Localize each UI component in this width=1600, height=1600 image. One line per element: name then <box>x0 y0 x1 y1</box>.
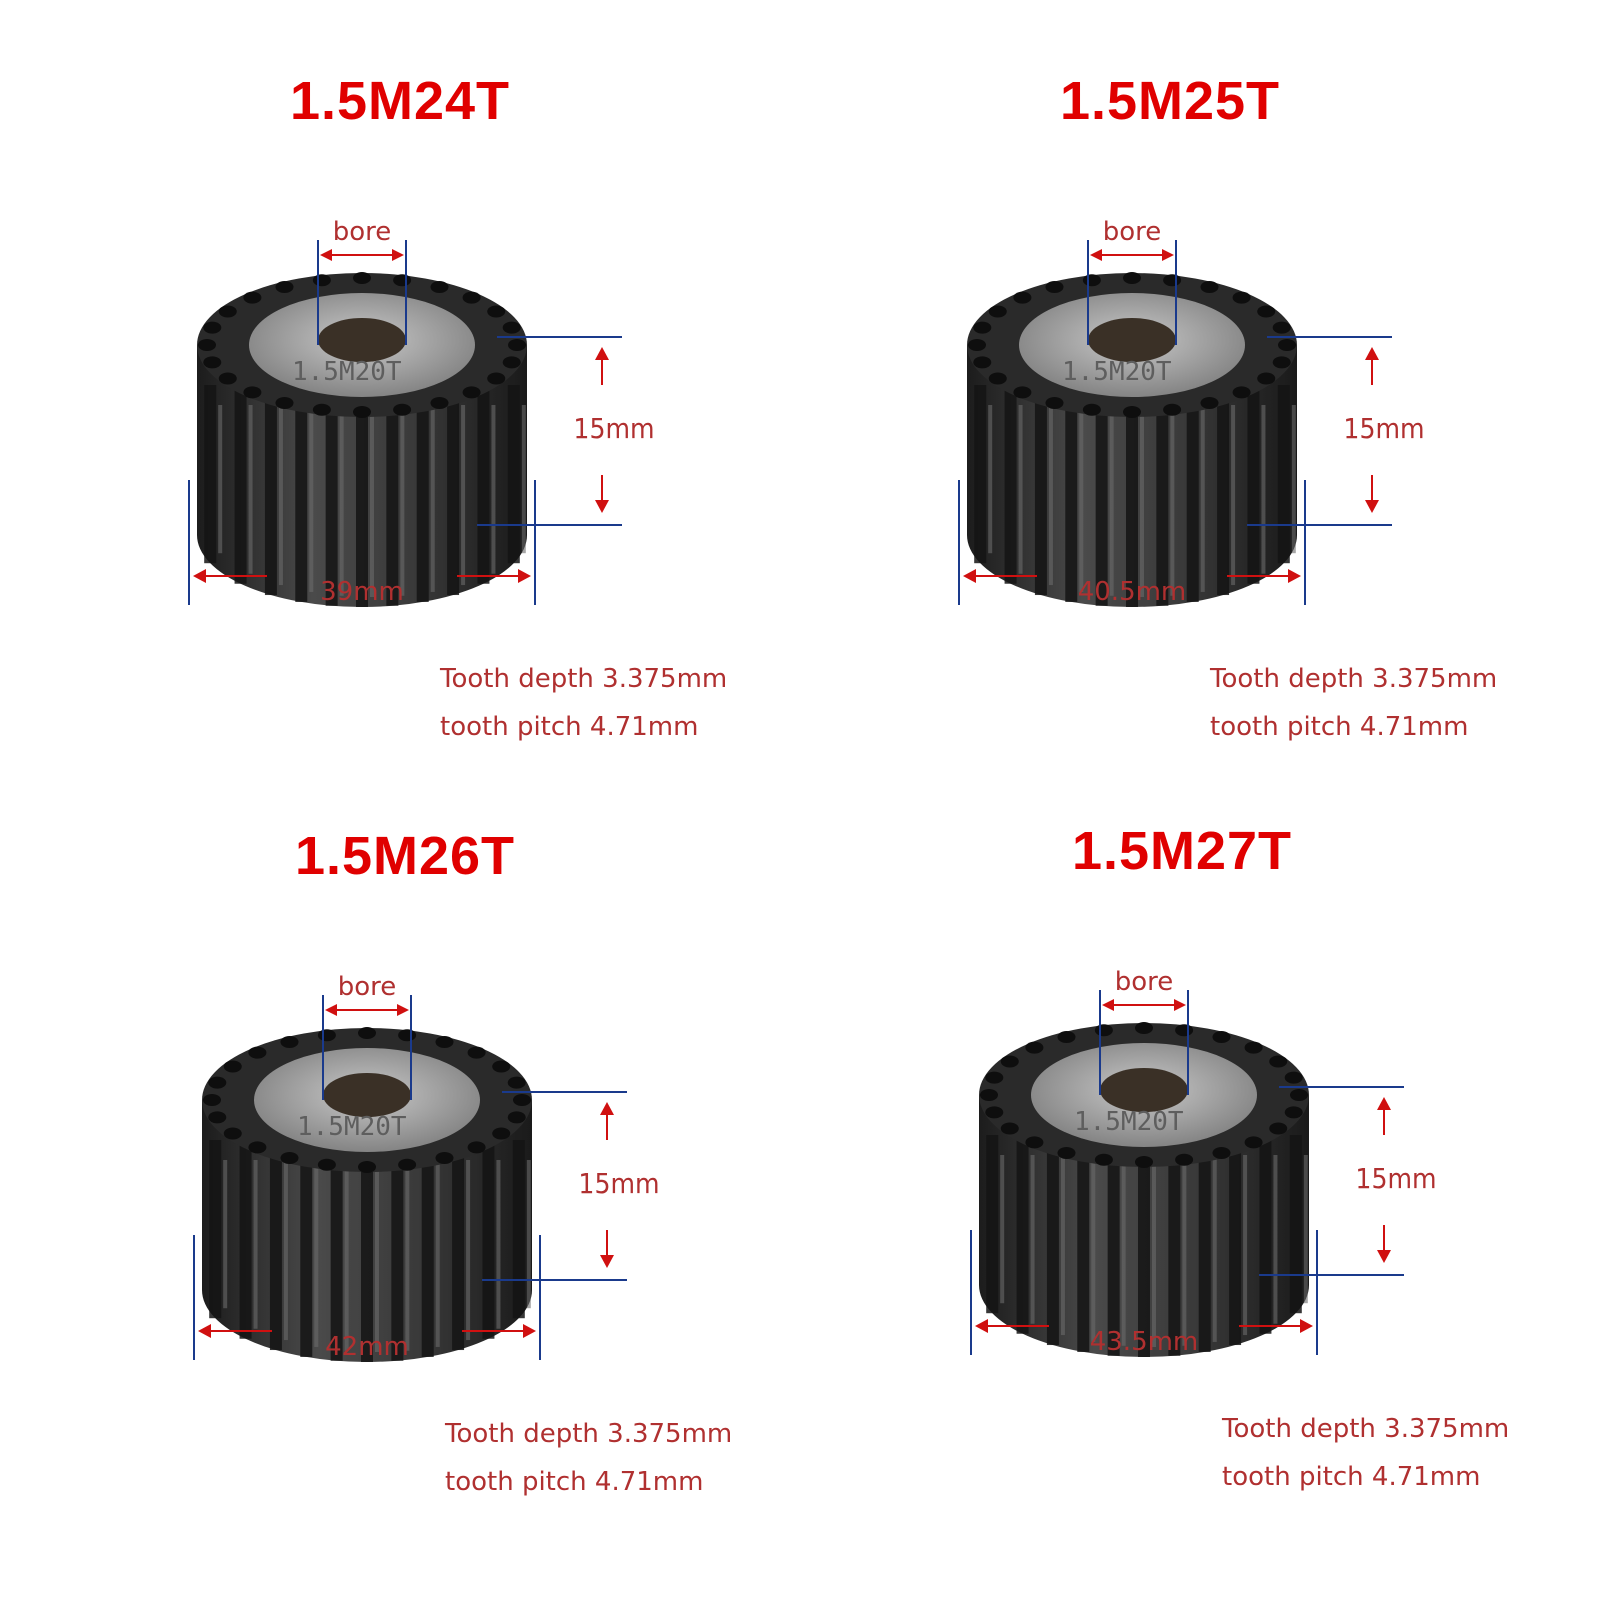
diameter-dimension <box>193 1235 541 1360</box>
gear-illustration: 1.5M20T bore 15mm 40.5mm <box>958 217 1425 607</box>
height-dimension <box>482 1091 627 1281</box>
gear-specs: Tooth depth 3.375mm tooth pitch 4.71mm <box>440 655 727 751</box>
bore-dimension <box>1099 990 1189 1095</box>
tooth-pitch: tooth pitch 4.71mm <box>445 1467 704 1497</box>
height-label: 15mm <box>578 1167 659 1200</box>
gear-teeth <box>974 385 1296 607</box>
tooth-depth: Tooth depth 3.375mm <box>1222 1414 1510 1444</box>
gear-teeth <box>986 1135 1308 1357</box>
diameter-label: 43.5mm <box>1090 1327 1199 1357</box>
gear-bore-hole <box>1100 1068 1188 1112</box>
tooth-depth: Tooth depth 3.375mm <box>440 664 728 694</box>
height-label: 15mm <box>1343 412 1424 445</box>
gear-specs: Tooth depth 3.375mm tooth pitch 4.71mm <box>445 1410 732 1506</box>
bore-label: bore <box>1103 217 1162 247</box>
gear-illustration: 1.5M20T bore 15mm 43.5mm <box>970 967 1437 1357</box>
diameter-label: 39mm <box>320 577 404 607</box>
gear-marking: 1.5M20T <box>297 1112 407 1142</box>
tooth-depth: Tooth depth 3.375mm <box>1210 664 1498 694</box>
gear-title: 1.5M27T <box>1071 821 1293 881</box>
diameter-dimension <box>958 480 1306 605</box>
bore-label: bore <box>333 217 392 247</box>
gear-specs: Tooth depth 3.375mm tooth pitch 4.71mm <box>1210 655 1497 751</box>
gear-bore-hole <box>323 1073 411 1117</box>
height-dimension <box>1259 1086 1404 1276</box>
tooth-pitch: tooth pitch 4.71mm <box>440 712 699 742</box>
height-dimension <box>477 336 622 526</box>
gear-specs: Tooth depth 3.375mm tooth pitch 4.71mm <box>1222 1405 1509 1501</box>
height-dimension <box>1247 336 1392 526</box>
bore-dimension <box>317 240 407 345</box>
height-label: 15mm <box>573 412 654 445</box>
gear-marking: 1.5M20T <box>1074 1107 1184 1137</box>
tooth-pitch: tooth pitch 4.71mm <box>1222 1462 1481 1492</box>
diameter-label: 42mm <box>325 1332 409 1362</box>
gear-title: 1.5M25T <box>1059 71 1281 131</box>
gear-marking: 1.5M20T <box>1062 357 1172 387</box>
gear-title: 1.5M24T <box>289 71 511 131</box>
tooth-depth: Tooth depth 3.375mm <box>445 1419 733 1449</box>
gear-bore-hole <box>1088 318 1176 362</box>
gear-marking: 1.5M20T <box>292 357 402 387</box>
bore-dimension <box>322 995 412 1100</box>
gear-illustration: 1.5M20T bore 15mm 39mm <box>188 217 655 607</box>
bore-label: bore <box>1115 967 1174 997</box>
diameter-dimension <box>970 1230 1318 1355</box>
gear-illustration: 1.5M20T bore 15mm 42mm <box>193 972 660 1362</box>
bore-dimension <box>1087 240 1177 345</box>
diameter-label: 40.5mm <box>1078 577 1187 607</box>
tooth-pitch: tooth pitch 4.71mm <box>1210 712 1469 742</box>
gear-teeth <box>204 385 526 607</box>
bore-label: bore <box>338 972 397 1002</box>
height-label: 15mm <box>1355 1162 1436 1195</box>
diameter-dimension <box>188 480 536 605</box>
gear-bore-hole <box>318 318 406 362</box>
gear-teeth <box>209 1140 531 1362</box>
gear-title: 1.5M26T <box>294 826 516 886</box>
